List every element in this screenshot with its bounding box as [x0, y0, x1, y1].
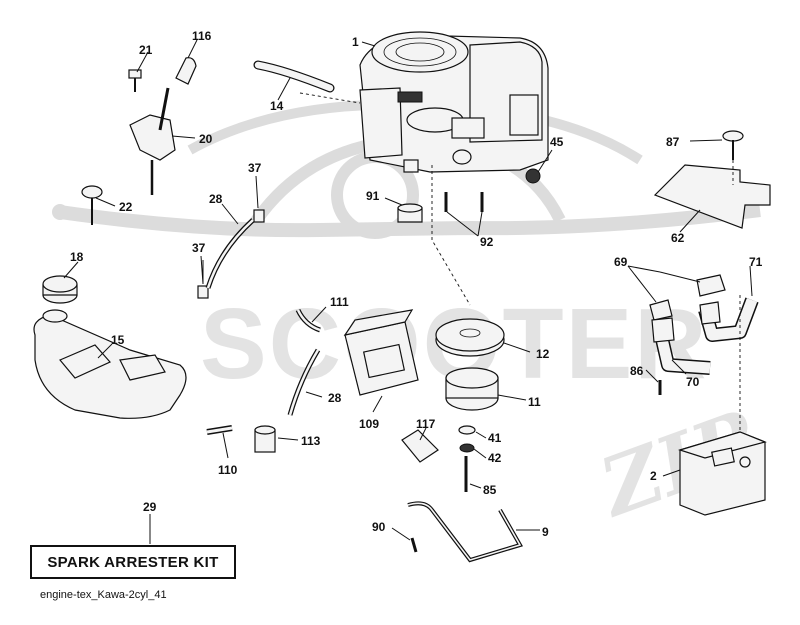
callout-41: 41: [488, 431, 502, 445]
pto-clutch: [445, 367, 499, 411]
callout-42: 42: [488, 451, 502, 465]
leader-lines: [63, 39, 753, 544]
pulley: [435, 318, 505, 357]
callout-91: 91: [366, 189, 380, 203]
heat-shield: [653, 164, 771, 229]
callout-62: 62: [671, 231, 685, 245]
callout-45: 45: [550, 135, 564, 149]
callout-28-lower: 28: [328, 391, 342, 405]
callout-117: 117: [416, 417, 436, 431]
callout-92: 92: [480, 235, 494, 249]
callout-18: 18: [70, 250, 84, 264]
callout-11: 11: [528, 395, 541, 409]
fuel-cap: [42, 275, 78, 304]
callout-37-lower: 37: [192, 241, 206, 255]
callout-86: 86: [630, 364, 644, 378]
callout-2: 2: [650, 469, 657, 483]
fuel-filter: [254, 425, 276, 453]
callout-116: 116: [192, 29, 212, 43]
throttle-bracket: [129, 87, 176, 195]
choke-knob: [81, 185, 103, 225]
callout-90: 90: [372, 520, 386, 534]
callout-109: 109: [359, 417, 379, 431]
diagram-caption: engine-tex_Kawa-2cyl_41: [40, 589, 167, 601]
spark-arrester-kit-label: SPARK ARRESTER KIT: [30, 545, 236, 579]
bolt-21: [128, 69, 142, 92]
callout-21: 21: [139, 43, 153, 57]
engine-assembly: [359, 31, 549, 173]
fuel-tank: [33, 309, 187, 419]
callout-29: 29: [143, 500, 157, 514]
throttle-knob: [175, 57, 197, 85]
callout-111: 111: [330, 295, 349, 309]
callout-110: 110: [218, 463, 238, 477]
fuel-pump: [343, 309, 419, 396]
callout-14: 14: [270, 99, 284, 113]
muffler: [677, 431, 767, 516]
callout-85: 85: [483, 483, 497, 497]
callout-labels: 1 116 21 14 20 45 87 37 22 28 91 92 62 1…: [70, 29, 763, 539]
callout-9: 9: [542, 525, 549, 539]
callout-22: 22: [119, 200, 133, 214]
callout-12: 12: [536, 347, 550, 361]
callout-37-upper: 37: [248, 161, 262, 175]
callout-20: 20: [199, 132, 213, 146]
callout-87: 87: [666, 135, 680, 149]
callout-69: 69: [614, 255, 628, 269]
bolt-87: [722, 130, 744, 160]
callout-1: 1: [352, 35, 359, 49]
callout-70: 70: [686, 375, 700, 389]
callout-15: 15: [111, 333, 125, 347]
callout-28-upper: 28: [209, 192, 223, 206]
callout-71: 71: [749, 255, 763, 269]
callout-113: 113: [301, 434, 321, 448]
